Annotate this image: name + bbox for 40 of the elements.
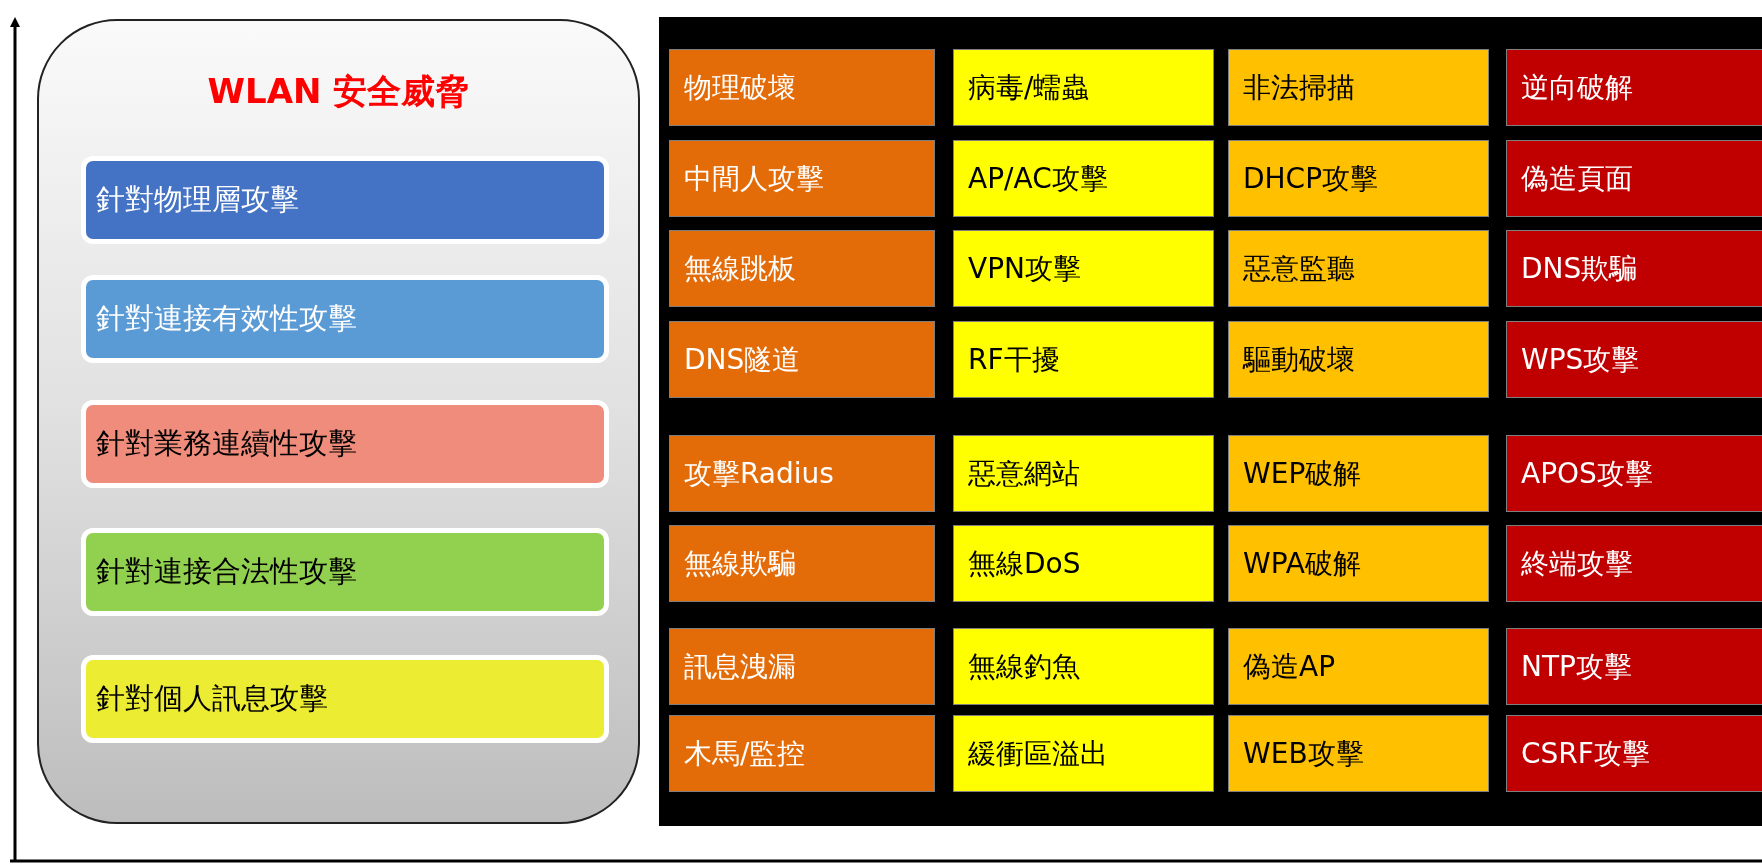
threat-cell: 無線DoS [953,525,1214,602]
threat-cell: 驅動破壞 [1228,321,1489,398]
threat-cell: 物理破壞 [669,49,935,126]
category-bar: 針對連接有效性攻擊 [81,275,609,363]
threat-cell: DNS隧道 [669,321,935,398]
threat-cell: 偽造頁面 [1506,140,1762,217]
threat-cell: 木馬/監控 [669,715,935,792]
category-bar: 針對個人訊息攻擊 [81,655,609,743]
threat-cell: 訊息洩漏 [669,628,935,705]
threat-cell: WPA破解 [1228,525,1489,602]
threat-cell: AP/AC攻擊 [953,140,1214,217]
threat-cell: RF干擾 [953,321,1214,398]
threat-cell: 惡意網站 [953,435,1214,512]
threat-cell: 中間人攻擊 [669,140,935,217]
threat-cell: 攻擊Radius [669,435,935,512]
category-panel [37,19,640,824]
threat-cell: 逆向破解 [1506,49,1762,126]
threat-cell: NTP攻擊 [1506,628,1762,705]
threat-cell: WEB攻擊 [1228,715,1489,792]
threat-cell: APOS攻擊 [1506,435,1762,512]
category-bar: 針對業務連續性攻擊 [81,400,609,488]
threat-cell: 非法掃描 [1228,49,1489,126]
threat-cell: 病毒/蠕蟲 [953,49,1214,126]
category-bar: 針對連接合法性攻擊 [81,528,609,616]
threat-grid-panel [659,17,1762,826]
threat-cell: 偽造AP [1228,628,1489,705]
category-bar: 針對物理層攻擊 [81,156,609,244]
threat-cell: DNS欺騙 [1506,230,1762,307]
threat-cell: CSRF攻擊 [1506,715,1762,792]
threat-cell: 緩衝區溢出 [953,715,1214,792]
threat-cell: 無線跳板 [669,230,935,307]
threat-cell: 無線欺騙 [669,525,935,602]
panel-title: WLAN 安全威脅 [206,70,471,113]
threat-cell: DHCP攻擊 [1228,140,1489,217]
threat-cell: 無線釣魚 [953,628,1214,705]
threat-cell: WPS攻擊 [1506,321,1762,398]
threat-cell: VPN攻擊 [953,230,1214,307]
threat-cell: 終端攻擊 [1506,525,1762,602]
threat-cell: 惡意監聽 [1228,230,1489,307]
threat-cell: WEP破解 [1228,435,1489,512]
